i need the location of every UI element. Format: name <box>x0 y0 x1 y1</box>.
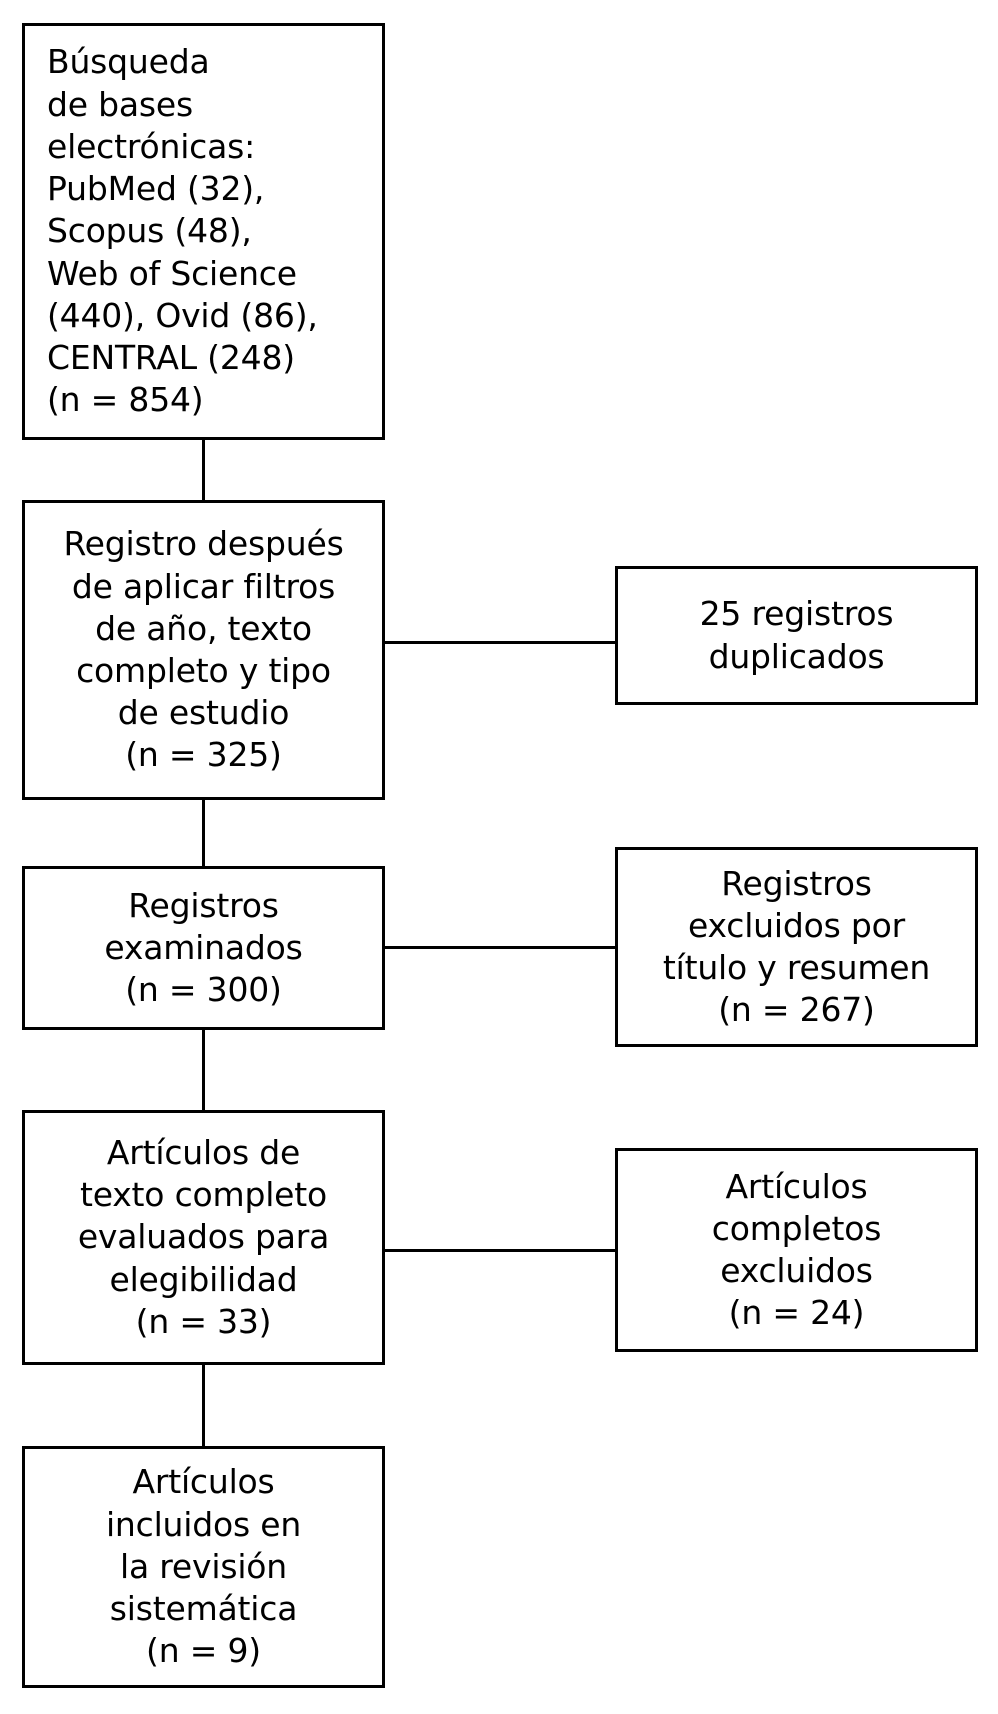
node-incluidos-line-2: incluidos en <box>105 1504 302 1544</box>
node-duplicados-line-2: duplicados <box>708 636 885 676</box>
node-registros-examinados-line-3: (n = 300) <box>125 970 282 1010</box>
node-completos-excluidos-line-4: (n = 24) <box>728 1293 865 1333</box>
connector-elegibilidad-to-incluidos <box>202 1365 205 1446</box>
node-texto-completo-evaluados-line-3: evaluados para <box>77 1217 330 1257</box>
node-duplicados-line-1: 25 registros <box>699 594 894 634</box>
node-registro-filtros-line-4: completo y tipo <box>76 651 331 690</box>
node-completos-excluidos-line-2: completos <box>711 1208 882 1248</box>
node-completos-excluidos-line-3: excluidos <box>720 1251 873 1290</box>
node-identificacion-line-8: CENTRAL (248) <box>47 338 295 378</box>
node-registro-filtros-line-3: de año, texto <box>95 608 312 648</box>
node-identificacion-line-5: Scopus (48), <box>47 211 252 251</box>
node-texto-completo-evaluados-line-2: texto completo <box>79 1175 328 1215</box>
node-identificacion: Búsqueda de bases electrónicas: PubMed (… <box>22 23 385 440</box>
node-completos-excluidos-line-1: Artículos <box>725 1166 868 1206</box>
node-identificacion-line-2: de bases <box>47 84 193 124</box>
node-identificacion-line-7: (440), Ovid (86), <box>47 295 318 335</box>
connector-identificacion-to-registro <box>202 440 205 502</box>
node-incluidos-line-3: la revisión <box>120 1546 287 1586</box>
connector-examinados-to-excluidos <box>385 946 615 949</box>
node-duplicados: 25 registros duplicados <box>615 566 978 705</box>
node-texto-completo-evaluados: Artículos de texto completo evaluados pa… <box>22 1110 385 1365</box>
node-registros-excluidos-line-4: (n = 267) <box>718 990 875 1030</box>
node-registros-excluidos-line-2: excluidos por <box>688 905 905 945</box>
node-incluidos-line-4: sistemática <box>109 1589 298 1629</box>
node-registros-excluidos-line-3: título y resumen <box>662 948 931 987</box>
node-incluidos-line-5: (n = 9) <box>146 1631 261 1671</box>
node-identificacion-line-6: Web of Science <box>47 253 297 293</box>
node-identificacion-line-9: (n = 854) <box>47 380 204 420</box>
connector-registro-to-duplicados <box>385 641 615 644</box>
node-identificacion-line-3: electrónicas: <box>47 126 256 166</box>
node-registros-examinados-line-2: examinados <box>104 927 303 967</box>
node-registro-filtros-line-1: Registro después <box>63 524 344 564</box>
node-registro-filtros-line-2: de aplicar filtros <box>71 566 336 606</box>
node-texto-completo-evaluados-line-1: Artículos de <box>106 1132 301 1172</box>
node-identificacion-line-4: PubMed (32), <box>47 169 265 209</box>
node-registro-filtros: Registro después de aplicar filtros de a… <box>22 500 385 800</box>
node-incluidos: Artículos incluidos en la revisión siste… <box>22 1446 385 1688</box>
node-identificacion-line-1: Búsqueda <box>47 42 210 82</box>
node-registros-excluidos: Registros excluidos por título y resumen… <box>615 847 978 1047</box>
node-texto-completo-evaluados-line-5: (n = 33) <box>135 1301 272 1341</box>
connector-registro-to-examinados <box>202 800 205 866</box>
node-registro-filtros-line-6: (n = 325) <box>125 735 282 775</box>
node-registros-examinados-line-1: Registros <box>128 885 279 925</box>
connector-examinados-to-elegibilidad <box>202 1030 205 1110</box>
node-incluidos-line-1: Artículos <box>132 1462 275 1502</box>
connector-elegibilidad-to-completos-excluidos <box>385 1249 615 1252</box>
node-registro-filtros-line-5: de estudio <box>117 693 290 733</box>
node-registros-excluidos-line-1: Registros <box>721 863 872 903</box>
node-registros-examinados: Registros examinados (n = 300) <box>22 866 385 1030</box>
node-texto-completo-evaluados-line-4: elegibilidad <box>109 1259 298 1299</box>
node-completos-excluidos: Artículos completos excluidos (n = 24) <box>615 1148 978 1352</box>
